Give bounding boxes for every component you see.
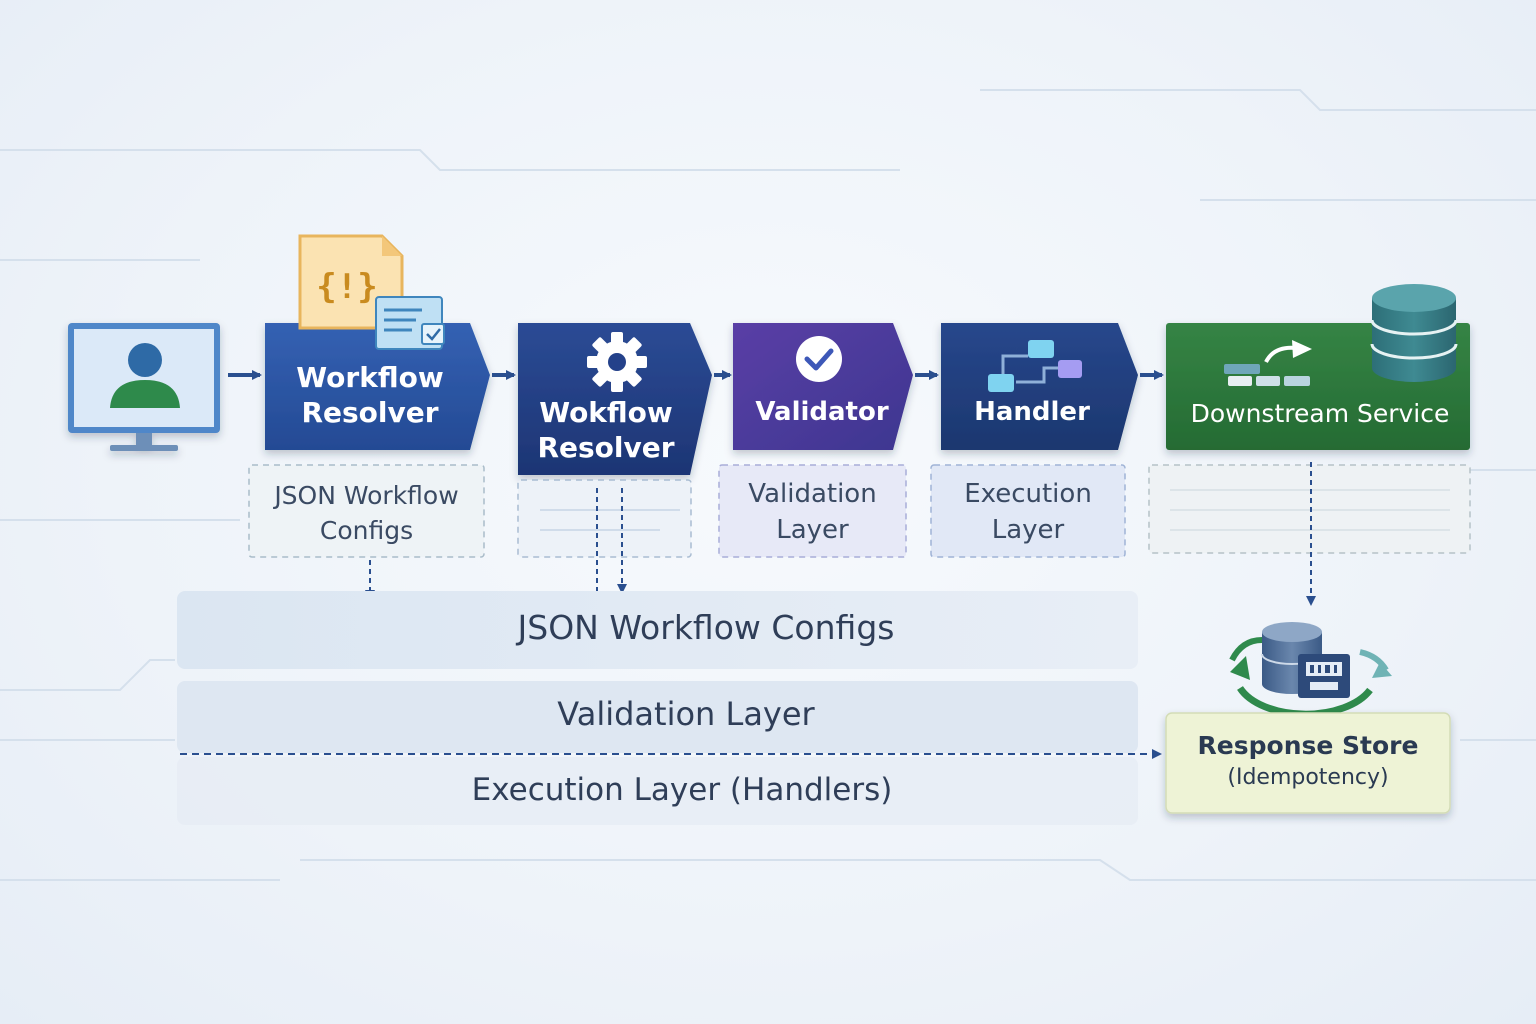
response-store-box[interactable] — [1165, 712, 1451, 814]
stage-downstream-label: Downstream Service — [1166, 398, 1474, 429]
stage-workflow-resolver-label: Workflow Resolver — [265, 360, 475, 430]
label-line-2: Resolver — [537, 431, 675, 464]
layer-band-validation — [177, 681, 1138, 753]
response-store-label: Response Store (Idempotency) — [1166, 728, 1450, 794]
background-circuit-lines — [0, 89, 1536, 881]
sub-box-validation-layer — [718, 464, 907, 558]
sub-label-validation-layer: Validation Layer — [719, 476, 906, 549]
layer-label-execution: Execution Layer (Handlers) — [471, 772, 893, 808]
stage-handler-label: Handler — [941, 396, 1123, 429]
layer-label-validation: Validation Layer — [557, 695, 815, 733]
gear-icon — [587, 332, 647, 392]
sub-box-resolver2 — [517, 479, 692, 558]
flow-nodes-icon — [988, 340, 1082, 392]
stage-handler[interactable] — [941, 323, 1138, 450]
layer-band-configs — [177, 591, 1138, 669]
sync-database-icon — [1229, 622, 1392, 718]
sub-line-2: Layer — [776, 515, 849, 546]
label-line-1: Workflow — [296, 361, 444, 394]
stage-wokflow-resolver-label: Wokflow Resolver — [518, 395, 694, 465]
label-line-2: Resolver — [301, 396, 439, 429]
sub-line-2: Layer — [991, 515, 1065, 546]
client-monitor-icon — [68, 323, 220, 451]
stage-validator[interactable] — [733, 323, 913, 450]
sub-label-execution-layer: Execution Layer — [931, 476, 1125, 549]
label-line-1: Downstream Service — [1190, 399, 1450, 428]
json-document-icon: {!} — [298, 234, 445, 350]
sub-label-json-configs: JSON Workflow Configs — [249, 478, 484, 548]
label-line-1: Handler — [974, 397, 1090, 427]
label-line-1: Validator — [755, 397, 889, 427]
service-transfer-icon — [1224, 340, 1312, 386]
stage-validator-label: Validator — [733, 396, 911, 429]
response-store-title: Response Store — [1197, 731, 1419, 760]
svg-text:{!}: {!} — [316, 267, 377, 307]
response-store-subtitle: (Idempotency) — [1227, 765, 1389, 790]
stage-wokflow-resolver[interactable] — [518, 323, 712, 475]
database-icon — [1370, 284, 1458, 382]
sub-line-1: Execution — [964, 479, 1092, 509]
sub-box-json-configs — [248, 464, 485, 558]
check-circle-icon — [796, 336, 842, 382]
sub-box-downstream — [1148, 464, 1471, 554]
sub-line-2: Configs — [319, 516, 414, 545]
stage-workflow-resolver[interactable] — [265, 323, 490, 450]
sub-line-1: Validation — [748, 479, 877, 509]
layer-band-execution — [177, 757, 1138, 825]
sub-box-execution-layer — [930, 464, 1126, 558]
layer-label-configs: JSON Workflow Configs — [517, 608, 895, 647]
sub-line-1: JSON Workflow — [274, 481, 459, 510]
label-line-1: Wokflow — [539, 396, 673, 429]
